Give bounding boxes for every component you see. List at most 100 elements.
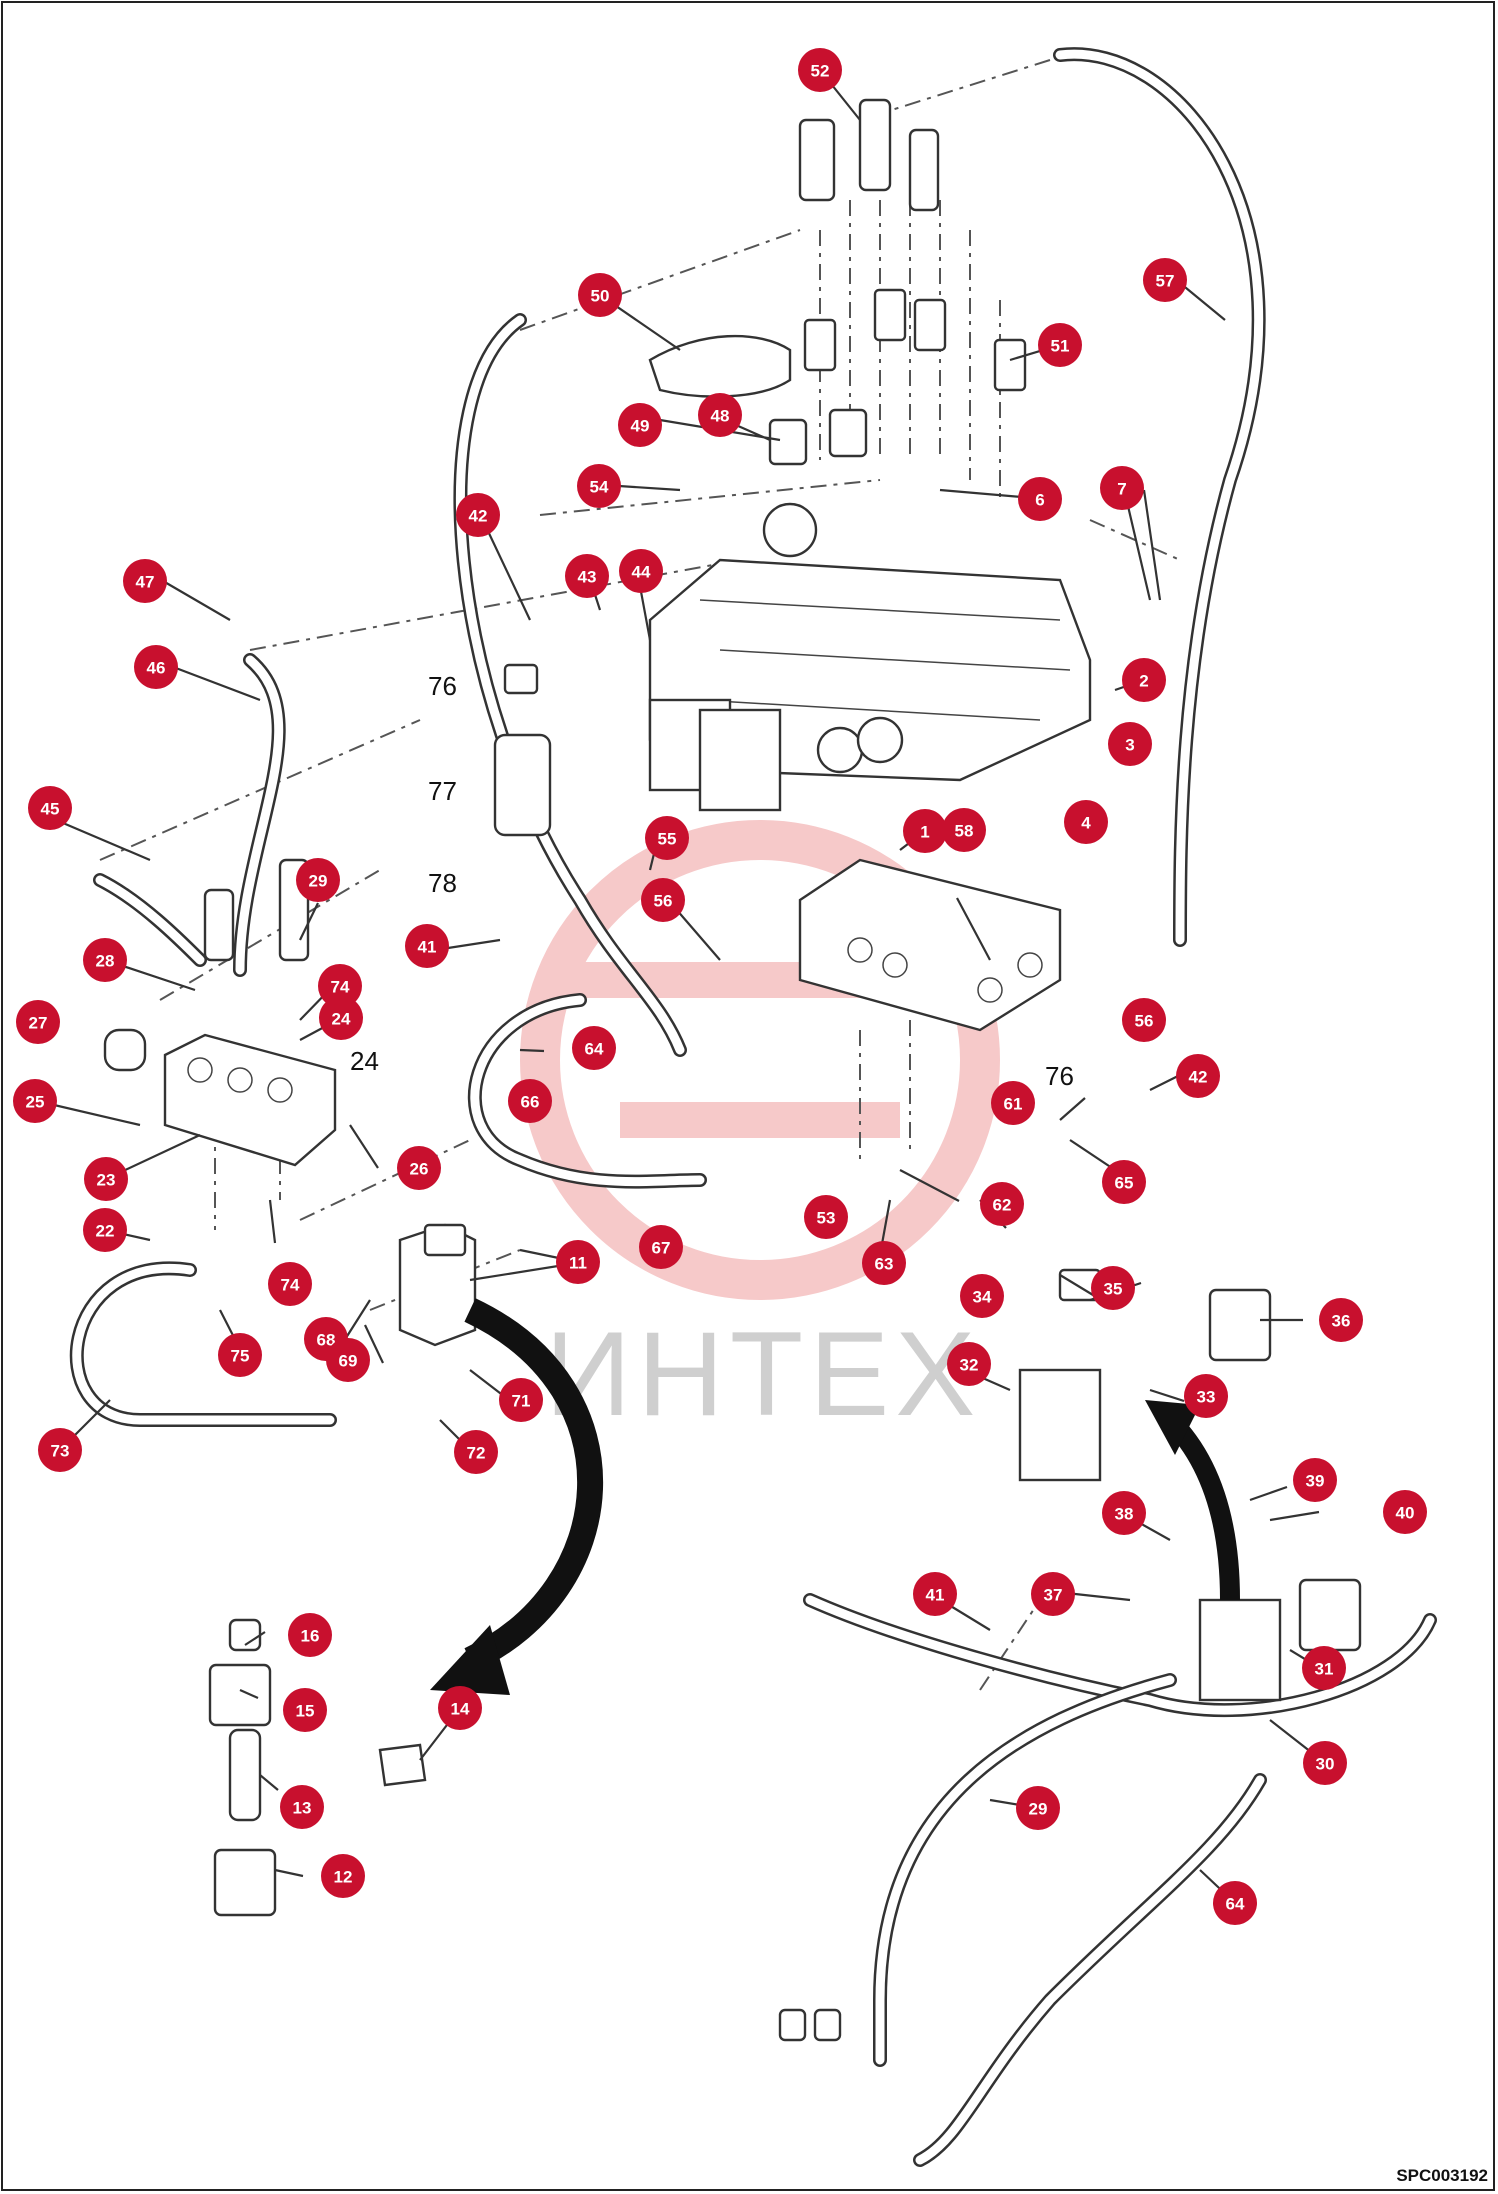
callout-28: 28 (83, 938, 127, 982)
callout-2: 2 (1122, 658, 1166, 702)
callout-number: 40 (1396, 1504, 1415, 1523)
callout-41: 41 (405, 924, 449, 968)
callout-number: 4 (1081, 814, 1091, 833)
callout-57: 57 (1143, 258, 1187, 302)
solenoid-valve (398, 1223, 477, 1347)
callout-3: 3 (1108, 722, 1152, 766)
callout-circle (326, 1338, 370, 1382)
hoses (69, 47, 1437, 2167)
callout-31: 31 (1302, 1646, 1346, 1690)
callout-56: 56 (1122, 998, 1166, 1042)
callout-42: 42 (1176, 1054, 1220, 1098)
callout-6: 6 (1018, 477, 1062, 521)
callout-number: 43 (578, 568, 597, 587)
callout-number: 38 (1115, 1505, 1134, 1524)
callout-73: 73 (38, 1428, 82, 1472)
callout-16: 16 (288, 1613, 332, 1657)
callout-number: 32 (960, 1356, 979, 1375)
callout-number: 58 (955, 822, 974, 841)
callout-39: 39 (1293, 1458, 1337, 1502)
callout-number: 56 (1135, 1012, 1154, 1031)
callout-circle (1122, 998, 1166, 1042)
callout-circle (84, 1157, 128, 1201)
callout-number: 3 (1125, 736, 1134, 755)
callout-64: 64 (572, 1026, 616, 1070)
callout-number: 15 (296, 1702, 315, 1721)
callout-circle (318, 964, 362, 1008)
diagram-code: SPC003192 (1396, 2166, 1488, 2185)
callout-23: 23 (84, 1157, 128, 1201)
callout-64: 64 (1213, 1881, 1257, 1925)
callout-circle (218, 1333, 262, 1377)
callout-number: 33 (1197, 1388, 1216, 1407)
callout-number: 23 (97, 1171, 116, 1190)
callout-number: 48 (711, 407, 730, 426)
callout-number: 29 (309, 872, 328, 891)
callout-circle (1031, 1572, 1075, 1616)
callout-circle (321, 1854, 365, 1898)
callout-number: 54 (590, 478, 609, 497)
detail-valve-left (208, 1618, 427, 1917)
callout-37: 37 (1031, 1572, 1075, 1616)
label-77: 77 (428, 776, 457, 806)
callout-circle (913, 1572, 957, 1616)
callout-circle (942, 808, 986, 852)
callout-circle (1293, 1458, 1337, 1502)
callout-number: 6 (1035, 491, 1044, 510)
callout-65: 65 (1102, 1160, 1146, 1204)
callout-49: 49 (618, 403, 662, 447)
callout-36: 36 (1319, 1298, 1363, 1342)
callout-number: 44 (632, 563, 651, 582)
callout-number: 50 (591, 287, 610, 306)
callout-45: 45 (28, 786, 72, 830)
callout-29: 29 (296, 858, 340, 902)
callout-circle (1143, 258, 1187, 302)
callout-number: 27 (29, 1014, 48, 1033)
callout-46: 46 (134, 645, 178, 689)
callout-number: 52 (811, 62, 830, 81)
callout-circle (578, 273, 622, 317)
callout-circle (577, 464, 621, 508)
callout-7: 7 (1100, 466, 1144, 510)
callout-circle (1091, 1266, 1135, 1310)
callout-circle (83, 1208, 127, 1252)
callout-number: 25 (26, 1093, 45, 1112)
manifold-block (798, 858, 1062, 1032)
callout-circle (13, 1079, 57, 1123)
callout-circle (1100, 466, 1144, 510)
callout-number: 45 (41, 800, 60, 819)
callout-number: 14 (451, 1700, 470, 1719)
callout-number: 35 (1104, 1280, 1123, 1299)
detail-arrows (430, 1298, 1240, 1695)
callout-58: 58 (942, 808, 986, 852)
callout-30: 30 (1303, 1741, 1347, 1785)
callout-number: 28 (96, 952, 115, 971)
callout-circle (619, 549, 663, 593)
callout-circle (134, 645, 178, 689)
callout-number: 2 (1139, 672, 1148, 691)
callout-circle (804, 1195, 848, 1239)
callout-48: 48 (698, 393, 742, 437)
callout-number: 74 (281, 1276, 300, 1295)
callout-circle (1108, 722, 1152, 766)
callout-circle (38, 1428, 82, 1472)
plain-labels: 76 77 78 24 76 (350, 671, 1074, 1091)
callout-number: 12 (334, 1868, 353, 1887)
top-fittings (648, 98, 1027, 466)
callout-54: 54 (577, 464, 621, 508)
callout-number: 36 (1332, 1312, 1351, 1331)
callout-number: 67 (652, 1239, 671, 1258)
callout-number: 39 (1306, 1472, 1325, 1491)
callout-circle (572, 1026, 616, 1070)
callout-number: 62 (993, 1196, 1012, 1215)
callout-72: 72 (454, 1430, 498, 1474)
label-76-upper: 76 (428, 671, 457, 701)
callout-55: 55 (645, 816, 689, 860)
callout-52: 52 (798, 48, 842, 92)
callout-circle (319, 996, 363, 1040)
callout-40: 40 (1383, 1490, 1427, 1534)
callout-circle (618, 403, 662, 447)
callout-circle (499, 1378, 543, 1422)
callout-circle (1213, 1881, 1257, 1925)
